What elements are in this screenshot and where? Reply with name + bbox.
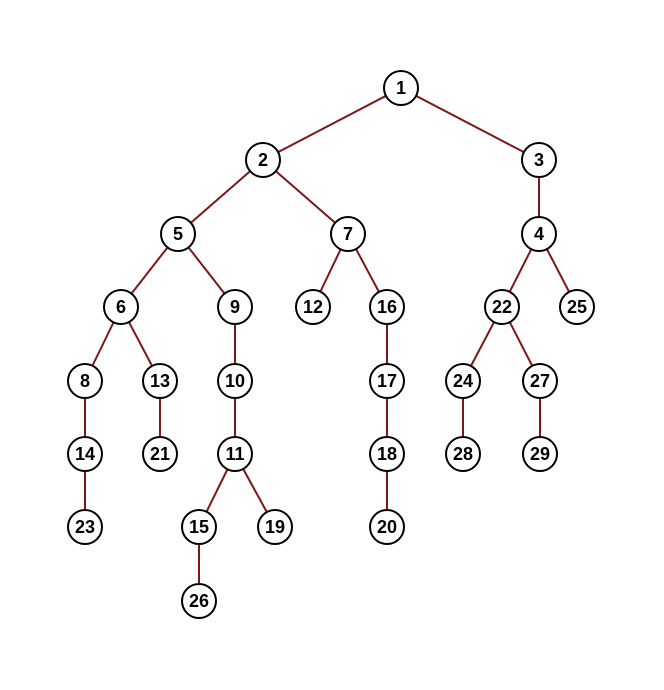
node-circle: [383, 70, 419, 106]
node-circle: [522, 436, 558, 472]
tree-node-13: 13: [142, 363, 178, 399]
node-circle: [181, 509, 217, 545]
node-label: 5: [173, 224, 183, 244]
node-circle: [369, 289, 405, 325]
tree-node-22: 22: [484, 289, 520, 325]
node-circle: [445, 363, 481, 399]
node-circle: [142, 436, 178, 472]
node-circle: [257, 509, 293, 545]
tree-node-19: 19: [257, 509, 293, 545]
edge-1-3: [400, 87, 540, 161]
node-label: 12: [303, 297, 323, 317]
tree-node-2: 2: [245, 142, 281, 178]
node-circle: [522, 363, 558, 399]
node-label: 28: [453, 444, 473, 464]
node-circle: [445, 436, 481, 472]
node-label: 17: [377, 371, 397, 391]
tree-node-20: 20: [369, 509, 405, 545]
edge-2-7: [262, 159, 349, 235]
tree-node-27: 27: [522, 363, 558, 399]
node-label: 2: [258, 150, 268, 170]
tree-node-15: 15: [181, 509, 217, 545]
node-label: 8: [80, 371, 90, 391]
tree-node-8: 8: [67, 363, 103, 399]
node-circle: [295, 289, 331, 325]
node-label: 24: [453, 371, 473, 391]
node-circle: [142, 363, 178, 399]
tree-node-3: 3: [521, 142, 557, 178]
node-label: 1: [396, 78, 406, 98]
edge-1-2: [262, 87, 402, 161]
tree-node-14: 14: [67, 436, 103, 472]
tree-node-12: 12: [295, 289, 331, 325]
node-label: 19: [265, 517, 285, 537]
tree-node-18: 18: [369, 436, 405, 472]
node-label: 22: [492, 297, 512, 317]
tree-node-9: 9: [217, 289, 253, 325]
node-circle: [330, 216, 366, 252]
tree-node-23: 23: [67, 509, 103, 545]
node-label: 13: [150, 371, 170, 391]
node-label: 26: [189, 591, 209, 611]
tree-node-7: 7: [330, 216, 366, 252]
node-label: 20: [377, 517, 397, 537]
node-label: 7: [343, 224, 353, 244]
node-label: 25: [567, 297, 587, 317]
node-circle: [369, 436, 405, 472]
node-label: 11: [225, 444, 244, 464]
tree-node-28: 28: [445, 436, 481, 472]
node-circle: [484, 289, 520, 325]
node-label: 6: [116, 297, 126, 317]
node-label: 16: [377, 297, 397, 317]
node-label: 10: [225, 371, 245, 391]
tree-node-16: 16: [369, 289, 405, 325]
tree-node-6: 6: [103, 289, 139, 325]
node-label: 9: [230, 297, 240, 317]
node-circle: [559, 289, 595, 325]
tree-node-4: 4: [521, 216, 557, 252]
node-label: 18: [377, 444, 397, 464]
tree-node-25: 25: [559, 289, 595, 325]
node-circle: [103, 289, 139, 325]
node-circle: [67, 436, 103, 472]
node-label: 15: [189, 517, 209, 537]
node-circle: [369, 363, 405, 399]
node-label: 14: [75, 444, 95, 464]
tree-node-29: 29: [522, 436, 558, 472]
node-circle: [217, 289, 253, 325]
tree-node-1: 1: [383, 70, 419, 106]
tree-node-24: 24: [445, 363, 481, 399]
tree-node-10: 10: [217, 363, 253, 399]
edge-2-5: [177, 159, 264, 235]
node-label: 27: [530, 371, 550, 391]
node-label: 29: [530, 444, 550, 464]
tree-node-5: 5: [160, 216, 196, 252]
edges-layer: [84, 87, 578, 601]
node-label: 21: [150, 444, 170, 464]
node-circle: [67, 509, 103, 545]
tree-node-21: 21: [142, 436, 178, 472]
tree-node-26: 26: [181, 583, 217, 619]
node-label: 23: [75, 517, 95, 537]
tree-node-17: 17: [369, 363, 405, 399]
tree-node-11: 11: [217, 436, 253, 472]
node-circle: [369, 509, 405, 545]
node-label: 3: [534, 150, 544, 170]
node-circle: [67, 363, 103, 399]
node-circle: [217, 436, 253, 472]
node-circle: [217, 363, 253, 399]
node-circle: [521, 142, 557, 178]
node-circle: [160, 216, 196, 252]
node-circle: [181, 583, 217, 619]
node-label: 4: [534, 224, 544, 244]
node-circle: [521, 216, 557, 252]
node-circle: [245, 142, 281, 178]
